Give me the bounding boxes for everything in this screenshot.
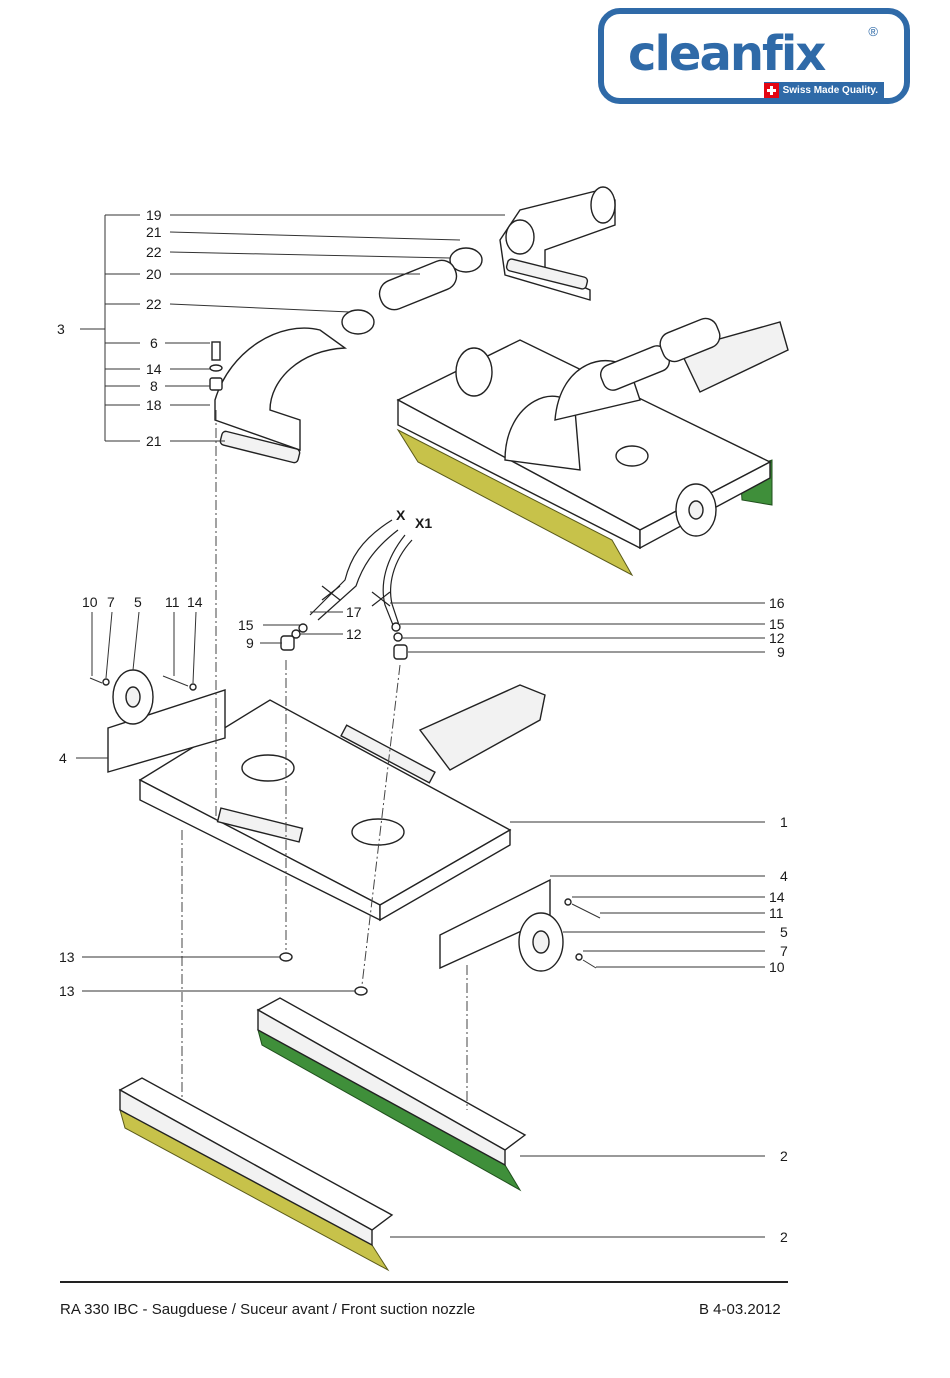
callout-21a: 21 xyxy=(146,224,162,240)
callout-14c: 14 xyxy=(769,889,785,905)
front-blade-holder xyxy=(120,1078,392,1230)
callout-22a: 22 xyxy=(146,244,162,260)
callout-13b: 13 xyxy=(59,983,75,999)
part-15-left-fitting xyxy=(299,624,307,632)
callout-11b: 11 xyxy=(769,905,784,921)
callout-5a: 5 xyxy=(134,594,142,610)
callout-22b: 22 xyxy=(146,296,162,312)
callout-5b: 5 xyxy=(780,924,788,940)
callout-11a: 11 xyxy=(165,594,180,610)
part-11-left-axle-pin xyxy=(163,676,188,686)
callout-15a: 15 xyxy=(238,617,254,633)
callout-4a: 4 xyxy=(59,750,67,766)
rear-blade-holder-face xyxy=(258,1010,505,1165)
part-9-right-nipple xyxy=(394,645,407,659)
callout-2b: 2 xyxy=(780,1229,788,1245)
callout-21b: 21 xyxy=(146,433,162,449)
callout-14a: 14 xyxy=(146,361,162,377)
footer-document-code: B 4-03.2012 xyxy=(699,1301,781,1318)
callout-10a: 10 xyxy=(82,594,98,610)
leader-21a xyxy=(170,232,460,240)
footer-title: RA 330 IBC - Saugduese / Suceur avant / … xyxy=(60,1301,475,1318)
part-12-right-ring xyxy=(394,633,402,641)
assembled-nozzle-illustration xyxy=(398,315,788,575)
group-3-bracket xyxy=(80,215,140,441)
callout-6: 6 xyxy=(150,335,158,351)
callout-3: 3 xyxy=(57,321,65,337)
part-7-left-washer xyxy=(103,679,109,685)
part-9-left-nipple xyxy=(281,636,294,650)
callout-12a: 12 xyxy=(346,626,362,642)
callout-10b: 10 xyxy=(769,959,785,975)
assembled-drain-hole xyxy=(616,446,648,466)
base-rear-extension xyxy=(420,685,545,770)
callout-7b: 7 xyxy=(780,943,788,959)
base-right-port xyxy=(352,819,404,845)
part-10-right-screw xyxy=(583,960,596,968)
part-5-left-wheel-hub xyxy=(126,687,140,707)
callout-x1: X1 xyxy=(415,515,432,531)
callout-16: 16 xyxy=(769,595,785,611)
callout-4b: 4 xyxy=(780,868,788,884)
part-15-right-fitting xyxy=(392,623,400,631)
leader-14-left xyxy=(193,612,196,683)
rear-blade-holder xyxy=(258,998,525,1150)
callout-18: 18 xyxy=(146,397,162,413)
part-5-right-wheel-hub xyxy=(533,931,549,953)
callout-20: 20 xyxy=(146,266,162,282)
part-22-lower-clamp xyxy=(342,310,374,334)
hose-x1-edge xyxy=(391,540,412,628)
part-2-rear-blade xyxy=(258,998,525,1190)
part-14-left-washer xyxy=(190,684,196,690)
part-18-elbow xyxy=(215,328,345,450)
callout-9b: 9 xyxy=(777,644,785,660)
part-13-upper-nut xyxy=(280,953,292,961)
part-20-hose xyxy=(375,256,460,314)
callout-x: X xyxy=(396,507,406,523)
callout-1: 1 xyxy=(780,814,788,830)
callout-7a: 7 xyxy=(107,594,115,610)
part-7-right-washer xyxy=(576,954,582,960)
callout-19: 19 xyxy=(146,207,162,223)
callout-9a: 9 xyxy=(246,635,254,651)
callout-2a: 2 xyxy=(780,1148,788,1164)
footer-divider xyxy=(60,1281,788,1283)
callout-8: 8 xyxy=(150,378,158,394)
leader-22a xyxy=(170,252,450,258)
callout-17: 17 xyxy=(346,604,362,620)
assembled-right-wheel-hub xyxy=(689,501,703,519)
part-8-spacer xyxy=(210,378,222,390)
leader-7-left xyxy=(106,612,112,678)
part-19-inlet-opening xyxy=(506,220,534,254)
part-11-right-axle-pin xyxy=(572,904,600,918)
part-14-washer xyxy=(210,365,222,371)
callout-13a: 13 xyxy=(59,949,75,965)
part-13-lower-nut xyxy=(355,987,367,995)
leader-5-left xyxy=(133,612,139,670)
part-19-outlet-opening xyxy=(591,187,615,223)
front-blade-holder-face xyxy=(120,1090,372,1245)
hose-x1 xyxy=(383,535,405,630)
part-14-right-washer xyxy=(565,899,571,905)
part-2-front-blade xyxy=(120,1078,392,1270)
part-10-left-screw xyxy=(90,678,102,683)
part-6-screw xyxy=(212,342,220,360)
leader-22b xyxy=(170,304,350,312)
assembled-left-wheel xyxy=(456,348,492,396)
callout-14b: 14 xyxy=(187,594,203,610)
